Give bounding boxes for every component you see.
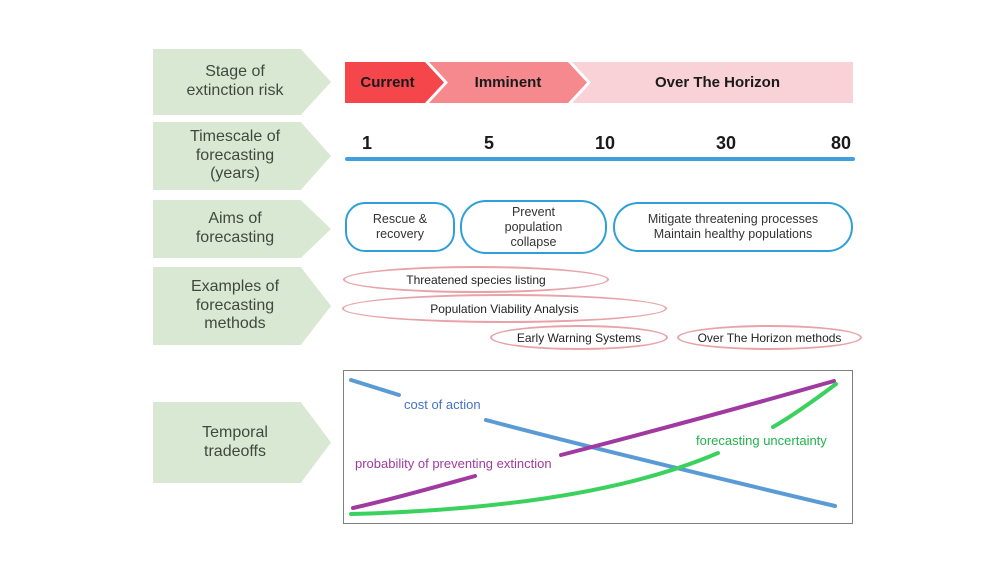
timescale-axis-line: [345, 157, 855, 161]
row-label-stage-arrow: Stage of extinction risk: [153, 49, 331, 115]
row-label-methods: Examples of forecasting methods: [190, 277, 280, 333]
row-label-timescale: Timescale of forecasting (years): [189, 127, 281, 183]
probability-of-preventing-extinction-label: probability of preventing extinction: [355, 456, 552, 471]
aim-box-rescue-recovery: Rescue & recovery: [345, 202, 455, 252]
method-population-viability-analysis-label: Population Viability Analysis: [430, 301, 579, 316]
uncertainty-line-seg1: [349, 451, 720, 516]
cost-of-action-label: cost of action: [404, 397, 481, 412]
row-label-aims-arrow: Aims of forecasting: [153, 200, 331, 258]
tradeoffs-lines-svg: [349, 378, 838, 516]
method-oval-over-the-horizon-methods: Over The Horizon methods: [677, 325, 862, 350]
aim-box-mitigate-maintain-label: Mitigate threatening processes Maintain …: [647, 212, 819, 241]
method-over-the-horizon-methods-label: Over The Horizon methods: [697, 330, 842, 345]
row-label-methods-arrow: Examples of forecasting methods: [153, 267, 331, 345]
temporal-tradeoffs-chart: cost of action probability of preventing…: [343, 370, 853, 524]
stage-chevron-over-the-horizon: Over The Horizon: [572, 62, 853, 103]
aim-box-prevent-collapse-label: Prevent population collapse: [504, 204, 563, 249]
timescale-tick-10: 10: [594, 133, 616, 153]
uncertainty-line-seg2: [771, 382, 838, 429]
aim-box-mitigate-maintain: Mitigate threatening processes Maintain …: [613, 202, 853, 252]
row-label-timescale-arrow: Timescale of forecasting (years): [153, 122, 331, 190]
stage-chevron-current: Current: [345, 62, 444, 103]
row-label-aims: Aims of forecasting: [195, 210, 275, 246]
cost-of-action-line-seg1: [349, 378, 401, 397]
aim-box-prevent-collapse: Prevent population collapse: [460, 200, 607, 254]
timescale-tick-80: 80: [830, 133, 852, 153]
probability-line-seg2: [559, 379, 836, 457]
probability-line-seg1: [351, 474, 477, 510]
stage-chevron-imminent-label: Imminent: [474, 74, 542, 91]
stage-chevron-imminent: Imminent: [429, 62, 587, 103]
stage-chevron-over-the-horizon-label: Over The Horizon: [654, 74, 781, 91]
method-oval-population-viability-analysis: Population Viability Analysis: [342, 294, 667, 323]
row-label-tradeoffs: Temporal tradeoffs: [202, 423, 268, 460]
method-threatened-species-listing-label: Threatened species listing: [406, 272, 546, 287]
method-oval-early-warning-systems: Early Warning Systems: [490, 325, 668, 350]
method-early-warning-systems-label: Early Warning Systems: [516, 330, 642, 345]
timescale-tick-5: 5: [483, 133, 495, 153]
cost-of-action-line-seg2: [484, 418, 837, 508]
row-label-stage: Stage of extinction risk: [186, 63, 284, 99]
timescale-tick-30: 30: [715, 133, 737, 153]
row-label-tradeoffs-arrow: Temporal tradeoffs: [153, 402, 331, 483]
timescale-tick-1: 1: [361, 133, 373, 153]
method-oval-threatened-species-listing: Threatened species listing: [343, 266, 609, 293]
stage-chevron-current-label: Current: [360, 74, 415, 91]
aim-box-rescue-recovery-label: Rescue & recovery: [372, 212, 428, 241]
forecasting-uncertainty-label: forecasting uncertainty: [696, 433, 827, 448]
